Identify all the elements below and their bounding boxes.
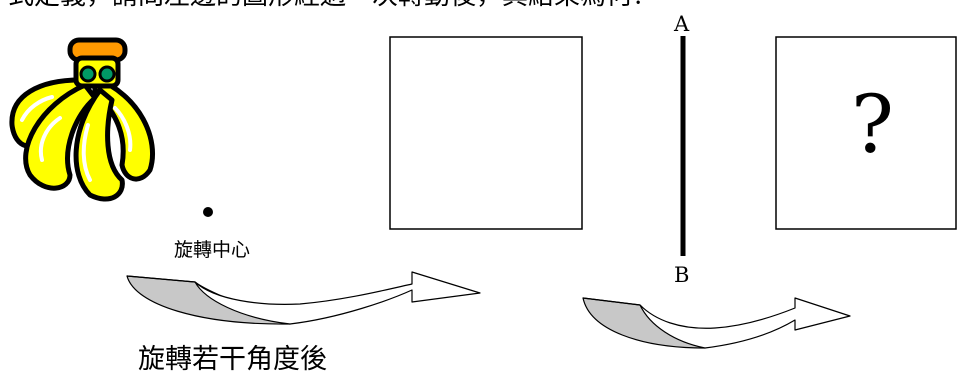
question-square (775, 36, 957, 230)
mirror-bottom-label: B (674, 263, 689, 287)
heading-fragment: 式定義，請問左邊的圖形經過一次轉動後，其結果為何？ (8, 0, 658, 11)
rotation-center-label: 旋轉中心 (174, 239, 250, 261)
mirror-top-label: A (673, 12, 690, 36)
curved-arrow-icon (582, 297, 851, 349)
rotation-caption: 旋轉若干角度後 (138, 344, 327, 374)
result-square (389, 36, 583, 230)
question-mark: ? (851, 78, 894, 171)
curved-arrow-icon (126, 271, 481, 325)
banana-bunch-icon (9, 37, 156, 202)
rotation-center-dot (203, 207, 213, 217)
